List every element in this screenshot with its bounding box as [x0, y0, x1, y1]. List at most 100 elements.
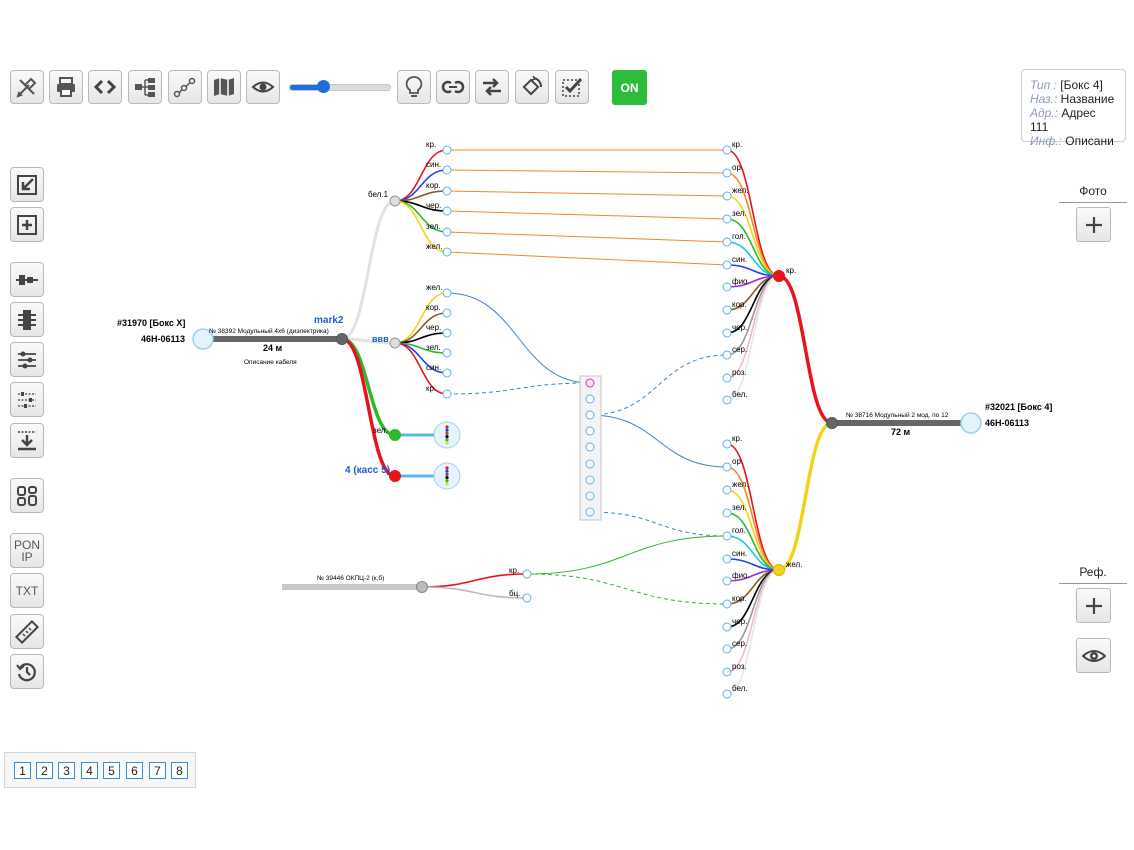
splice-tray-ser[interactable]	[589, 354, 728, 416]
module-right-zhel-node[interactable]	[773, 564, 785, 576]
fiber-right-bottom-port-4[interactable]	[722, 531, 732, 541]
sliders-button[interactable]	[10, 342, 44, 377]
splice-kr-gol[interactable]	[526, 535, 728, 575]
add-photo-button[interactable]	[1076, 207, 1111, 242]
fiber-mid-port-2[interactable]	[442, 328, 452, 338]
fiber-top-5[interactable]	[394, 200, 448, 253]
zoom-slider-thumb[interactable]	[316, 80, 330, 93]
fiber-mid-0[interactable]	[394, 292, 448, 344]
fiber-mid-5[interactable]	[394, 342, 448, 395]
right-box-endpoint[interactable]	[960, 412, 982, 434]
link-button[interactable]	[436, 70, 470, 104]
tube-kass5[interactable]	[341, 337, 396, 478]
fiber-right-top-port-6[interactable]	[722, 282, 732, 292]
module-bel1-node[interactable]	[389, 195, 401, 207]
fiber-right-bottom-2[interactable]	[726, 489, 780, 571]
splice-orange-2[interactable]	[446, 190, 728, 197]
tube-bel1[interactable]	[341, 199, 396, 341]
page-button-7[interactable]: 7	[149, 762, 166, 779]
cable3-fiber-bc-wire[interactable]	[421, 586, 528, 599]
fiber-right-top-port-10[interactable]	[722, 373, 732, 383]
fiber-right-top-port-5[interactable]	[722, 260, 732, 270]
fiber-right-bottom-0[interactable]	[726, 443, 780, 571]
cable3-junction-node[interactable]	[416, 581, 428, 593]
fiber-right-top-11[interactable]	[726, 275, 780, 401]
fiber-right-top-port-2[interactable]	[722, 191, 732, 201]
cable1-junction-node[interactable]	[336, 333, 348, 345]
module-kass5-node[interactable]	[389, 470, 401, 482]
fiber-right-top-port-3[interactable]	[722, 214, 732, 224]
fiber-top-port-3[interactable]	[442, 206, 452, 216]
rotate-button[interactable]	[515, 70, 549, 104]
page-button-1[interactable]: 1	[14, 762, 31, 779]
route-button[interactable]	[168, 70, 202, 104]
history-button[interactable]	[10, 654, 44, 689]
cable3-fiber-kr-wire[interactable]	[421, 573, 528, 588]
page-button-6[interactable]: 6	[126, 762, 143, 779]
select-check-button[interactable]	[555, 70, 589, 104]
fiber-right-bottom-port-11[interactable]	[722, 689, 732, 699]
pon-ip-button[interactable]: PON IP	[10, 533, 44, 568]
tube-right-kr[interactable]	[778, 274, 833, 425]
view-button[interactable]	[246, 70, 280, 104]
fiber-right-bottom-11[interactable]	[726, 569, 780, 695]
fiber-right-top-port-1[interactable]	[722, 168, 732, 178]
splice-kr-kor[interactable]	[526, 573, 728, 605]
view-ref-button[interactable]	[1076, 638, 1111, 673]
fiber-right-bottom-port-9[interactable]	[722, 644, 732, 654]
fiber-right-top-0[interactable]	[726, 149, 780, 277]
map-button[interactable]	[207, 70, 241, 104]
fiber-right-bottom-port-0[interactable]	[722, 439, 732, 449]
fiber-top-port-1[interactable]	[442, 165, 452, 175]
cable3-port-kr[interactable]	[522, 569, 532, 579]
fiber-right-top-9[interactable]	[726, 275, 780, 356]
cable3-port-bc[interactable]	[522, 593, 532, 603]
fiber-right-bottom-port-2[interactable]	[722, 485, 732, 495]
fiber-right-top-2[interactable]	[726, 195, 780, 277]
splice-orange-4[interactable]	[446, 231, 728, 243]
tray-port-7[interactable]	[585, 491, 595, 501]
fiber-right-bottom-port-6[interactable]	[722, 576, 732, 586]
fiber-right-top-port-9[interactable]	[722, 350, 732, 360]
tree-view-button[interactable]	[128, 70, 162, 104]
cable2-junction-node[interactable]	[826, 417, 838, 429]
module-right-kr-node[interactable]	[773, 270, 785, 282]
grid-layout-button[interactable]	[10, 478, 44, 513]
fiber-top-port-4[interactable]	[442, 227, 452, 237]
module-zel-node[interactable]	[389, 429, 401, 441]
add-element-button[interactable]	[10, 207, 44, 242]
fiber-right-top-port-8[interactable]	[722, 328, 732, 338]
splice-zhel-tray[interactable]	[446, 292, 591, 384]
import-button[interactable]	[10, 167, 44, 202]
page-button-3[interactable]: 3	[58, 762, 75, 779]
fiber-mid-port-1[interactable]	[442, 308, 452, 318]
tube-zel[interactable]	[341, 337, 396, 437]
splice-orange-3[interactable]	[446, 210, 728, 220]
splice-orange-1[interactable]	[446, 169, 728, 174]
fiber-right-bottom-3[interactable]	[726, 512, 780, 571]
fiber-right-top-port-4[interactable]	[722, 237, 732, 247]
edit-tools-button[interactable]	[10, 70, 44, 104]
tray-port-6[interactable]	[585, 475, 595, 485]
fiber-top-port-0[interactable]	[442, 145, 452, 155]
splice-kr-tray[interactable]	[446, 382, 591, 395]
fiber-right-bottom-port-8[interactable]	[722, 622, 732, 632]
fiber-right-bottom-port-3[interactable]	[722, 508, 732, 518]
splice-orange-5[interactable]	[446, 251, 728, 266]
tube-right-zhel[interactable]	[778, 421, 833, 572]
fiber-right-bottom-port-5[interactable]	[722, 554, 732, 564]
fiber-right-top-port-7[interactable]	[722, 305, 732, 315]
fiber-right-bottom-port-7[interactable]	[722, 599, 732, 609]
page-button-5[interactable]: 5	[103, 762, 120, 779]
hint-button[interactable]	[397, 70, 431, 104]
fiber-right-bottom-port-1[interactable]	[722, 462, 732, 472]
fiber-top-port-2[interactable]	[442, 186, 452, 196]
add-ref-button[interactable]	[1076, 588, 1111, 623]
tray-port-2[interactable]	[585, 410, 595, 420]
cassette-zel[interactable]	[433, 421, 461, 449]
left-box-endpoint[interactable]	[192, 328, 214, 350]
fiber-right-bottom-port-10[interactable]	[722, 667, 732, 677]
fiber-right-top-port-11[interactable]	[722, 395, 732, 405]
connector-button[interactable]	[10, 262, 44, 297]
